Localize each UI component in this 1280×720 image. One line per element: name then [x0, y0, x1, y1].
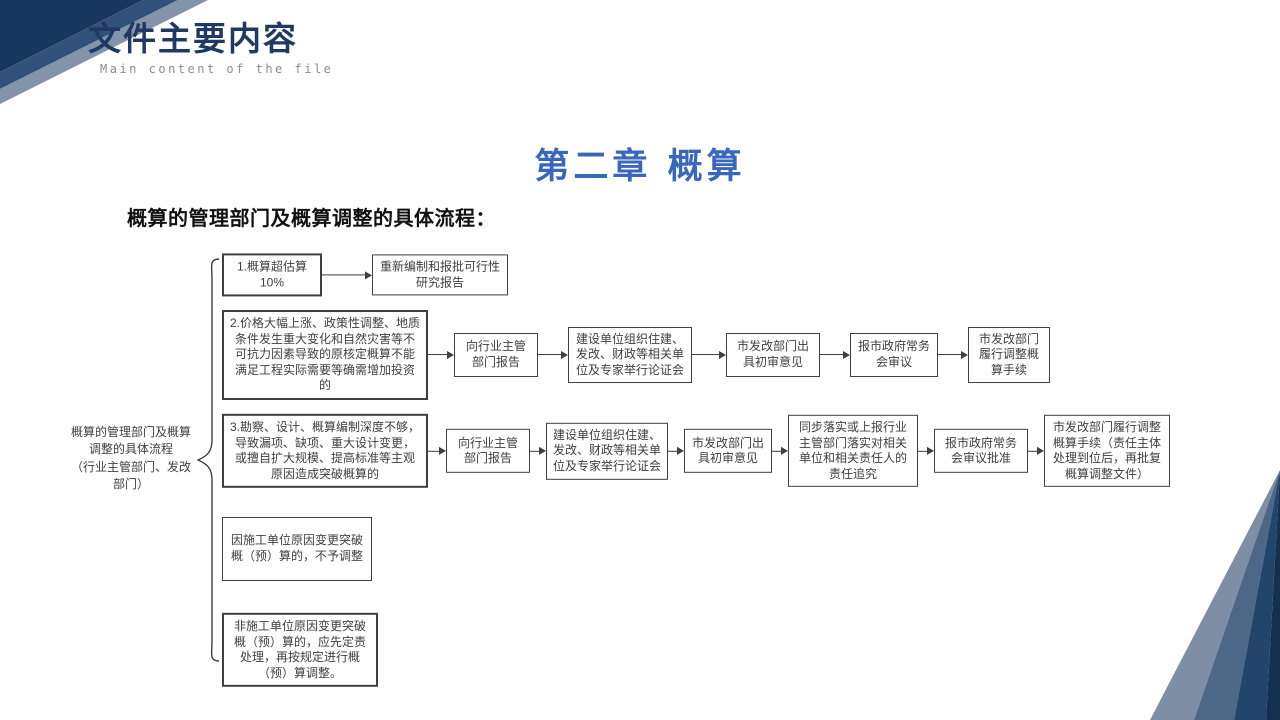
slide-header: 文件主要内容 Main content of the file — [88, 12, 333, 76]
arrow-right-icon — [820, 351, 850, 359]
arrow-right-icon — [322, 271, 372, 279]
lead-text: 概算的管理部门及概算调整的具体流程： — [127, 208, 496, 230]
arrow-right-icon — [530, 447, 546, 455]
flow-box: 建设单位组织住建、发改、财政等相关单位及专家举行论证会 — [546, 422, 668, 480]
flow-box: 同步落实或上报行业主管部门落实对相关单位和相关责任人的责任追究 — [788, 414, 918, 488]
arrow-right-icon — [428, 351, 454, 359]
page-title: 文件主要内容 — [88, 19, 298, 58]
flow-box: 3.勘察、设计、概算编制深度不够，导致漏项、缺项、重大设计变更，或擅自扩大规模、… — [222, 413, 428, 489]
flow-box: 2.价格大幅上涨、政策性调整、地质条件发生重大变化和自然灾害等不可抗力因素导致的… — [222, 310, 428, 400]
flow-box: 向行业主管部门报告 — [446, 429, 530, 473]
flow-row-2: 2.价格大幅上涨、政策性调整、地质条件发生重大变化和自然灾害等不可抗力因素导致的… — [222, 310, 1050, 400]
arrow-right-icon — [428, 447, 446, 455]
flow-box: 建设单位组织住建、发改、财政等相关单位及专家举行论证会 — [568, 326, 692, 384]
flow-box: 1.概算超估算 10% — [222, 253, 322, 297]
flow-box: 报市政府常务会审议批准 — [934, 429, 1028, 473]
arrow-right-icon — [938, 351, 968, 359]
arrow-right-icon — [772, 447, 788, 455]
flow-box: 非施工单位原因变更突破概（预）算的，应先定责处理，再按规定进行概（预）算调整。 — [222, 612, 378, 688]
flow-box: 市发改部门出具初审意见 — [684, 429, 772, 473]
flow-root-label: 概算的管理部门及概算 调整的具体流程 （行业主管部门、发改 部门） — [70, 425, 191, 492]
arrow-right-icon — [538, 351, 568, 359]
curly-brace — [197, 258, 220, 662]
flow-row-4: 因施工单位原因变更突破概（预）算的，不予调整 — [222, 517, 372, 581]
chapter-title: 第二章 概算 — [534, 146, 746, 187]
flow-box: 报市政府常务会审议 — [850, 333, 938, 377]
arrow-right-icon — [668, 447, 684, 455]
flow-box: 市发改部门履行调整概算手续 — [968, 326, 1050, 384]
flow-row-5: 非施工单位原因变更突破概（预）算的，应先定责处理，再按规定进行概（预）算调整。 — [222, 612, 378, 688]
flow-box: 重新编制和报批可行性研究报告 — [372, 254, 508, 296]
flow-box: 向行业主管部门报告 — [454, 333, 538, 377]
arrow-right-icon — [692, 351, 726, 359]
page-subtitle: Main content of the file — [100, 62, 334, 76]
flow-box: 市发改部门履行调整概算手续（责任主体处理到位后，再批复概算调整文件） — [1044, 414, 1170, 488]
arrow-right-icon — [1028, 447, 1044, 455]
flow-box: 市发改部门出具初审意见 — [726, 333, 820, 377]
arrow-right-icon — [918, 447, 934, 455]
flow-row-3: 3.勘察、设计、概算编制深度不够，导致漏项、缺项、重大设计变更，或擅自扩大规模、… — [222, 413, 1170, 489]
flow-box: 因施工单位原因变更突破概（预）算的，不予调整 — [222, 517, 372, 581]
flow-row-1: 1.概算超估算 10% 重新编制和报批可行性研究报告 — [222, 253, 508, 297]
